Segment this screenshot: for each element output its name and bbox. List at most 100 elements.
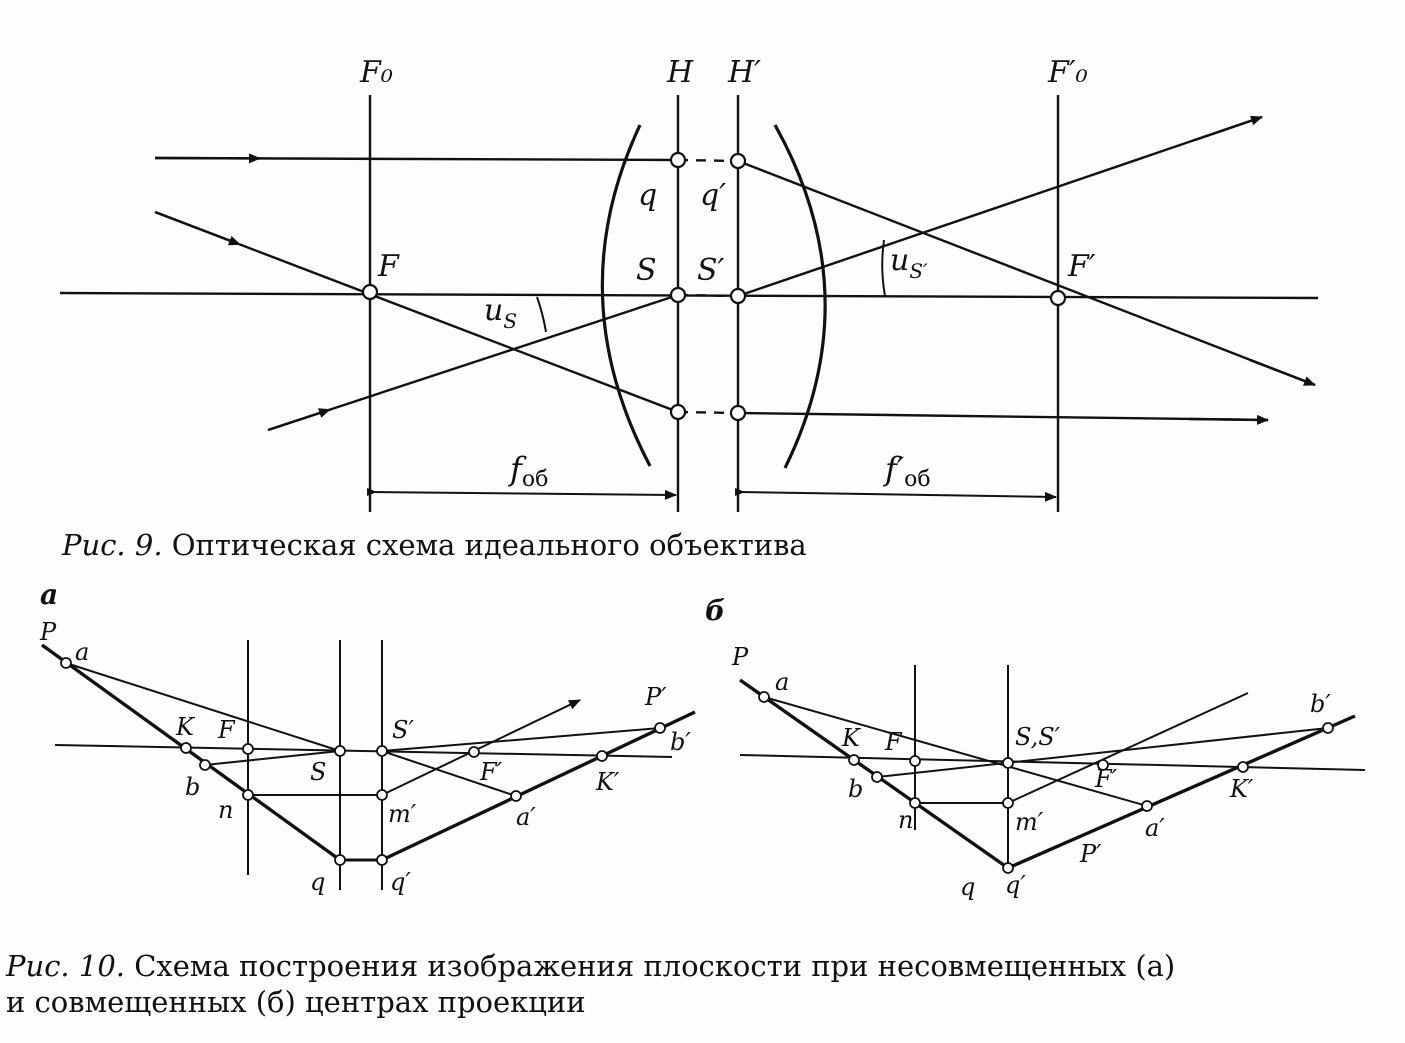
point-S — [669, 286, 687, 304]
angle-arc-us — [536, 296, 547, 333]
label-F: F — [217, 716, 236, 744]
label-P: P — [39, 618, 57, 646]
label-H-prime: H′ — [727, 55, 761, 90]
label-q: q — [638, 178, 657, 213]
optical-axis — [59, 291, 1319, 300]
label-S-prime: S′ — [392, 716, 414, 744]
ray-arrow — [1194, 115, 1263, 142]
angle-arc-us-prime — [881, 239, 886, 297]
point-lower-H — [669, 403, 687, 421]
caption-fig9-text: Оптическая схема идеального объектива — [162, 528, 807, 562]
point-a-prime — [510, 790, 522, 802]
ray-through-F — [154, 210, 679, 414]
label-b-tag: б — [705, 594, 725, 627]
point-a — [758, 691, 770, 703]
label-F0-prime: F′₀ — [1047, 55, 1088, 90]
point-q — [334, 854, 346, 866]
label-F: F — [884, 728, 903, 756]
label-K: K — [175, 713, 196, 741]
image-plane-P-prime — [381, 710, 696, 862]
point-F — [361, 283, 379, 301]
label-H: H — [666, 55, 694, 90]
ray-arrow — [1189, 414, 1269, 425]
label-n: n — [218, 796, 233, 824]
label-q-prime: q′ — [1005, 871, 1026, 899]
label-f-ob-prime: f′об — [883, 450, 931, 492]
label-F-prime: F′ — [479, 758, 503, 786]
label-F0: F₀ — [359, 55, 393, 90]
dimension-f-ob-prime — [734, 487, 1057, 502]
label-K-prime: K′ — [1229, 775, 1254, 803]
point-b — [199, 759, 211, 771]
point-S-prime — [729, 287, 747, 305]
label-b-prime: b′ — [670, 728, 691, 756]
label-S-prime: S′ — [697, 253, 725, 288]
label-b: b — [848, 775, 863, 803]
label-F-prime: F′ — [1067, 249, 1096, 284]
caption-fig10: Рис. 10. Схема построения изображения пл… — [6, 948, 1396, 1020]
emergent-parallel-ray — [737, 411, 1269, 422]
dashed-transfer — [677, 158, 739, 163]
point-K-prime — [1237, 761, 1249, 773]
label-f-ob: fоб — [508, 450, 548, 492]
label-m-prime: m′ — [1015, 808, 1044, 836]
point-m-prime — [1002, 797, 1014, 809]
label-b: b — [185, 773, 200, 801]
ray-arrow — [154, 210, 241, 246]
label-a: a — [775, 668, 789, 696]
point-lower-H-prime — [729, 404, 747, 422]
label-S: S — [636, 253, 657, 288]
label-F: F — [377, 249, 400, 284]
label-a-prime: a′ — [516, 803, 536, 831]
figure-10a: а — [39, 578, 696, 896]
point-n — [242, 789, 254, 801]
caption-fig10-number: Рис. 10. — [6, 949, 125, 983]
axis-10a — [54, 744, 673, 758]
caption-fig10-text1: Схема построения изображения плоскости п… — [125, 949, 1176, 983]
label-m-prime: m′ — [388, 800, 417, 828]
point-F-prime — [1049, 289, 1067, 307]
point-F-prime — [468, 746, 480, 758]
label-q-prime: q′ — [700, 178, 726, 213]
lens-right-surface — [773, 124, 827, 469]
point-q-prime — [376, 854, 388, 866]
point-b-prime — [654, 722, 666, 734]
object-plane-P — [41, 643, 341, 862]
label-a-tag: а — [40, 578, 58, 611]
ray-a-a-prime — [763, 696, 1148, 807]
point-K-prime — [596, 750, 608, 762]
ray-S-prime-b-prime — [381, 727, 661, 752]
caption-fig10-line2: и совмещенных (б) центрах проекции — [6, 985, 586, 1019]
point-n — [909, 797, 921, 809]
point-K — [180, 742, 192, 754]
point-a-prime — [1141, 800, 1153, 812]
label-n: n — [898, 806, 913, 834]
caption-fig9-number: Рис. 9. — [62, 528, 163, 562]
label-us: uS — [484, 293, 517, 333]
point-a — [60, 657, 72, 669]
lens-left-surface — [600, 124, 652, 467]
dashed-transfer — [677, 410, 739, 415]
point-q — [669, 151, 687, 169]
axis-10b — [739, 754, 1366, 771]
point-K — [848, 754, 860, 766]
figure-9-optical-scheme: F₀ H H′ F′₀ q q′ F S S′ F′ uS uS′ fоб f′… — [59, 55, 1319, 512]
label-a: a — [75, 638, 89, 666]
label-us-prime: uS′ — [890, 243, 928, 283]
ray-from-S-prime — [737, 115, 1263, 298]
ray-S-prime-a-prime — [381, 750, 517, 797]
point-q-q-prime — [1002, 862, 1014, 874]
label-K-prime: K′ — [595, 768, 620, 796]
point-q-prime — [729, 152, 747, 170]
label-P-prime: P′ — [644, 683, 667, 711]
point-S-prime — [376, 745, 388, 757]
point-S — [334, 745, 346, 757]
dimension-f-ob — [366, 487, 677, 500]
point-F — [242, 743, 254, 755]
ray-to-S — [267, 293, 679, 432]
point-S-S-prime — [1002, 757, 1014, 769]
image-plane-P-prime — [1007, 714, 1356, 870]
label-a-prime: a′ — [1145, 814, 1165, 842]
label-F-prime: F′ — [1094, 765, 1118, 793]
